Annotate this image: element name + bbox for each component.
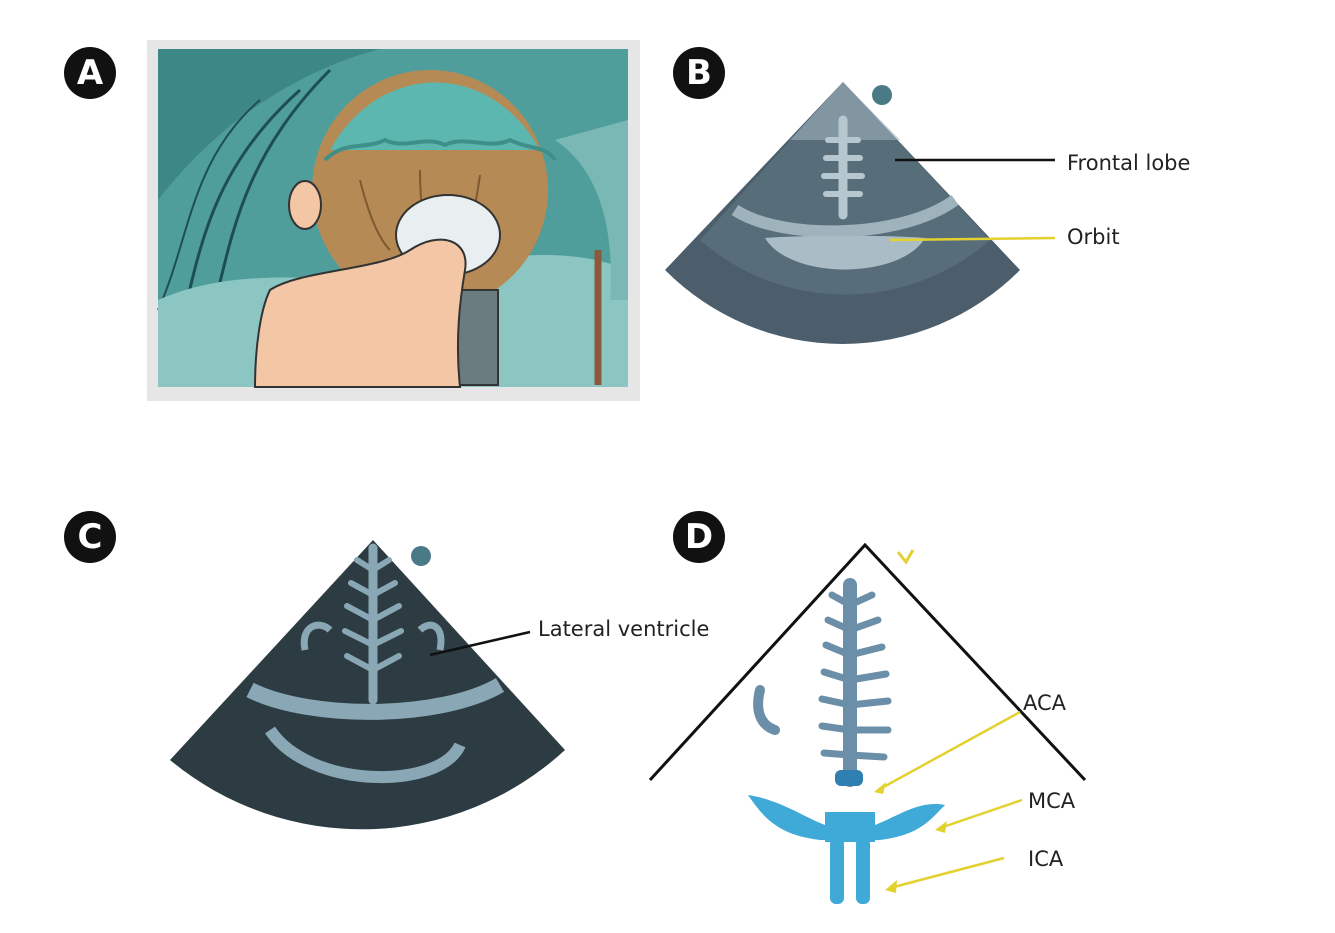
ica-label: ICA (1028, 847, 1064, 871)
drape-fold (158, 49, 380, 200)
panel-a-illustration (147, 40, 640, 401)
panel-d-diagram (648, 542, 1087, 904)
panel-a-badge: A (64, 47, 116, 99)
frontal-lobe-label: Frontal lobe (1067, 151, 1191, 175)
fan-d-outline (648, 542, 1087, 782)
lateral-ventricle-leader (429, 630, 531, 657)
orbit-leader (889, 236, 1056, 242)
mca-label: MCA (1028, 789, 1076, 813)
ica-vessel-left (830, 838, 844, 904)
panel-b-badge: B (673, 47, 725, 99)
probe-cable (457, 289, 499, 386)
panel-d-badge: D (673, 511, 725, 563)
hand (253, 238, 467, 388)
probe-marker-v-icon (896, 549, 915, 565)
mca-vessel (748, 795, 945, 840)
panel-c-ultrasound (170, 540, 565, 830)
probe-marker-dot-icon (411, 546, 431, 566)
orbit-structure (765, 235, 925, 270)
aca-label: ACA (1023, 691, 1067, 715)
panel-c-badge: C (64, 511, 116, 563)
mca-leader (939, 798, 1023, 830)
fan-c (170, 540, 565, 830)
ear (288, 180, 322, 230)
aca-leader (877, 710, 1021, 792)
ica-vessel-right (856, 838, 870, 904)
orbit-label: Orbit (1067, 225, 1120, 249)
hat (330, 82, 540, 150)
lateral-ventricle-label: Lateral ventricle (538, 617, 710, 641)
panel-b-ultrasound (665, 82, 1056, 344)
ica-leader (889, 856, 1005, 890)
probe-marker-dot-icon (872, 85, 892, 105)
